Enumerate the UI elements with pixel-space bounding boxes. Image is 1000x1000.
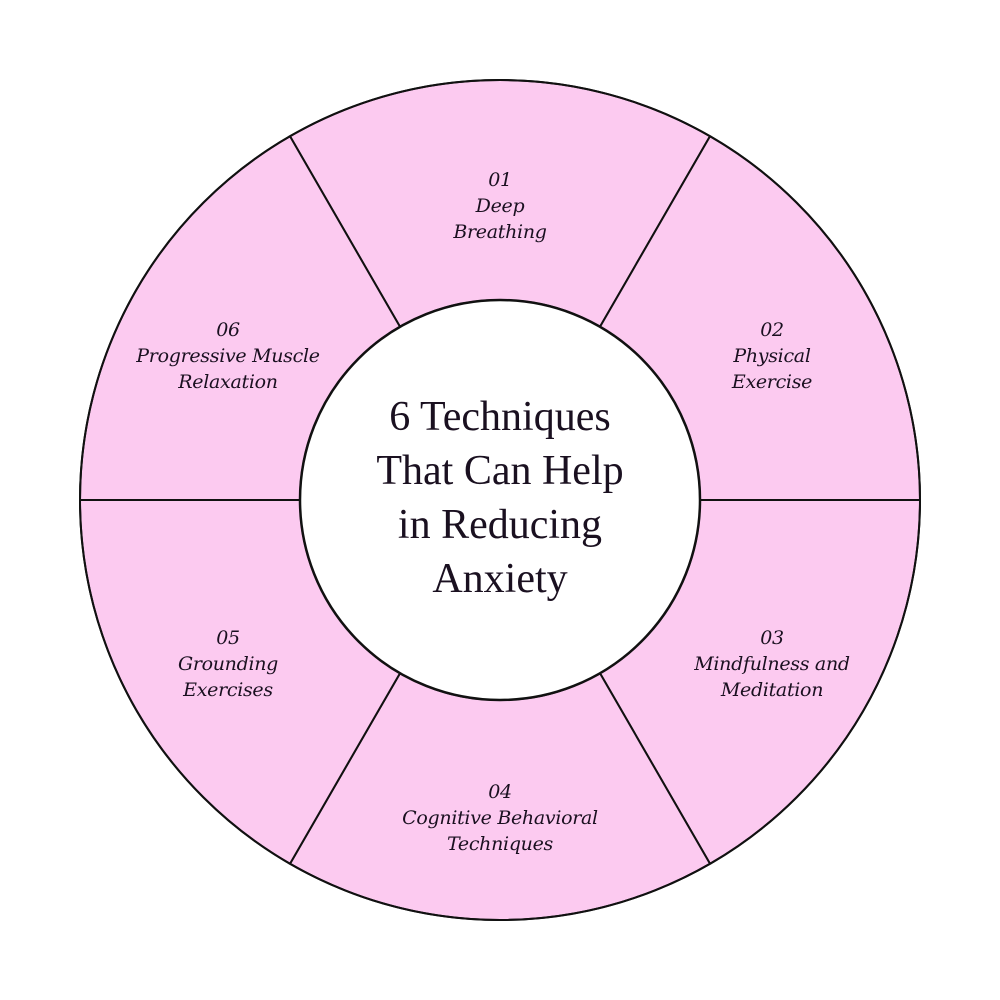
technique-name-line: Exercises	[183, 679, 273, 701]
technique-03: 03 Mindfulness and Meditation	[642, 625, 902, 703]
center-title: 6 Techniques That Can Help in Reducing A…	[300, 390, 700, 606]
title-line: 6 Techniques	[389, 394, 611, 440]
technique-name-line: Mindfulness and	[694, 653, 850, 675]
technique-name-line: Breathing	[453, 221, 547, 243]
technique-number: 01	[488, 169, 512, 191]
technique-number: 04	[488, 781, 512, 803]
technique-01: 01 Deep Breathing	[370, 167, 630, 245]
technique-name-line: Relaxation	[178, 371, 278, 393]
technique-name-line: Cognitive Behavioral	[402, 807, 598, 829]
technique-05: 05 Grounding Exercises	[98, 625, 358, 703]
technique-number: 03	[760, 627, 784, 649]
technique-name-line: Deep	[475, 195, 525, 217]
technique-name-line: Progressive Muscle	[136, 345, 320, 367]
technique-number: 05	[216, 627, 240, 649]
title-line: Anxiety	[432, 556, 568, 602]
technique-number: 02	[760, 319, 784, 341]
technique-name-line: Grounding	[177, 653, 279, 675]
technique-number: 06	[216, 319, 240, 341]
center-circle	[298, 298, 702, 702]
outer-ring	[79, 79, 921, 921]
technique-name-line: Exercise	[731, 371, 813, 393]
title-line: That Can Help	[376, 448, 624, 494]
technique-name-line: Meditation	[720, 679, 824, 701]
title-line: in Reducing	[397, 502, 603, 548]
technique-name-line: Techniques	[446, 833, 554, 855]
technique-06: 06 Progressive Muscle Relaxation	[98, 317, 358, 395]
technique-04: 04 Cognitive Behavioral Techniques	[370, 779, 630, 857]
technique-name-line: Physical	[733, 345, 811, 367]
technique-02: 02 Physical Exercise	[642, 317, 902, 395]
